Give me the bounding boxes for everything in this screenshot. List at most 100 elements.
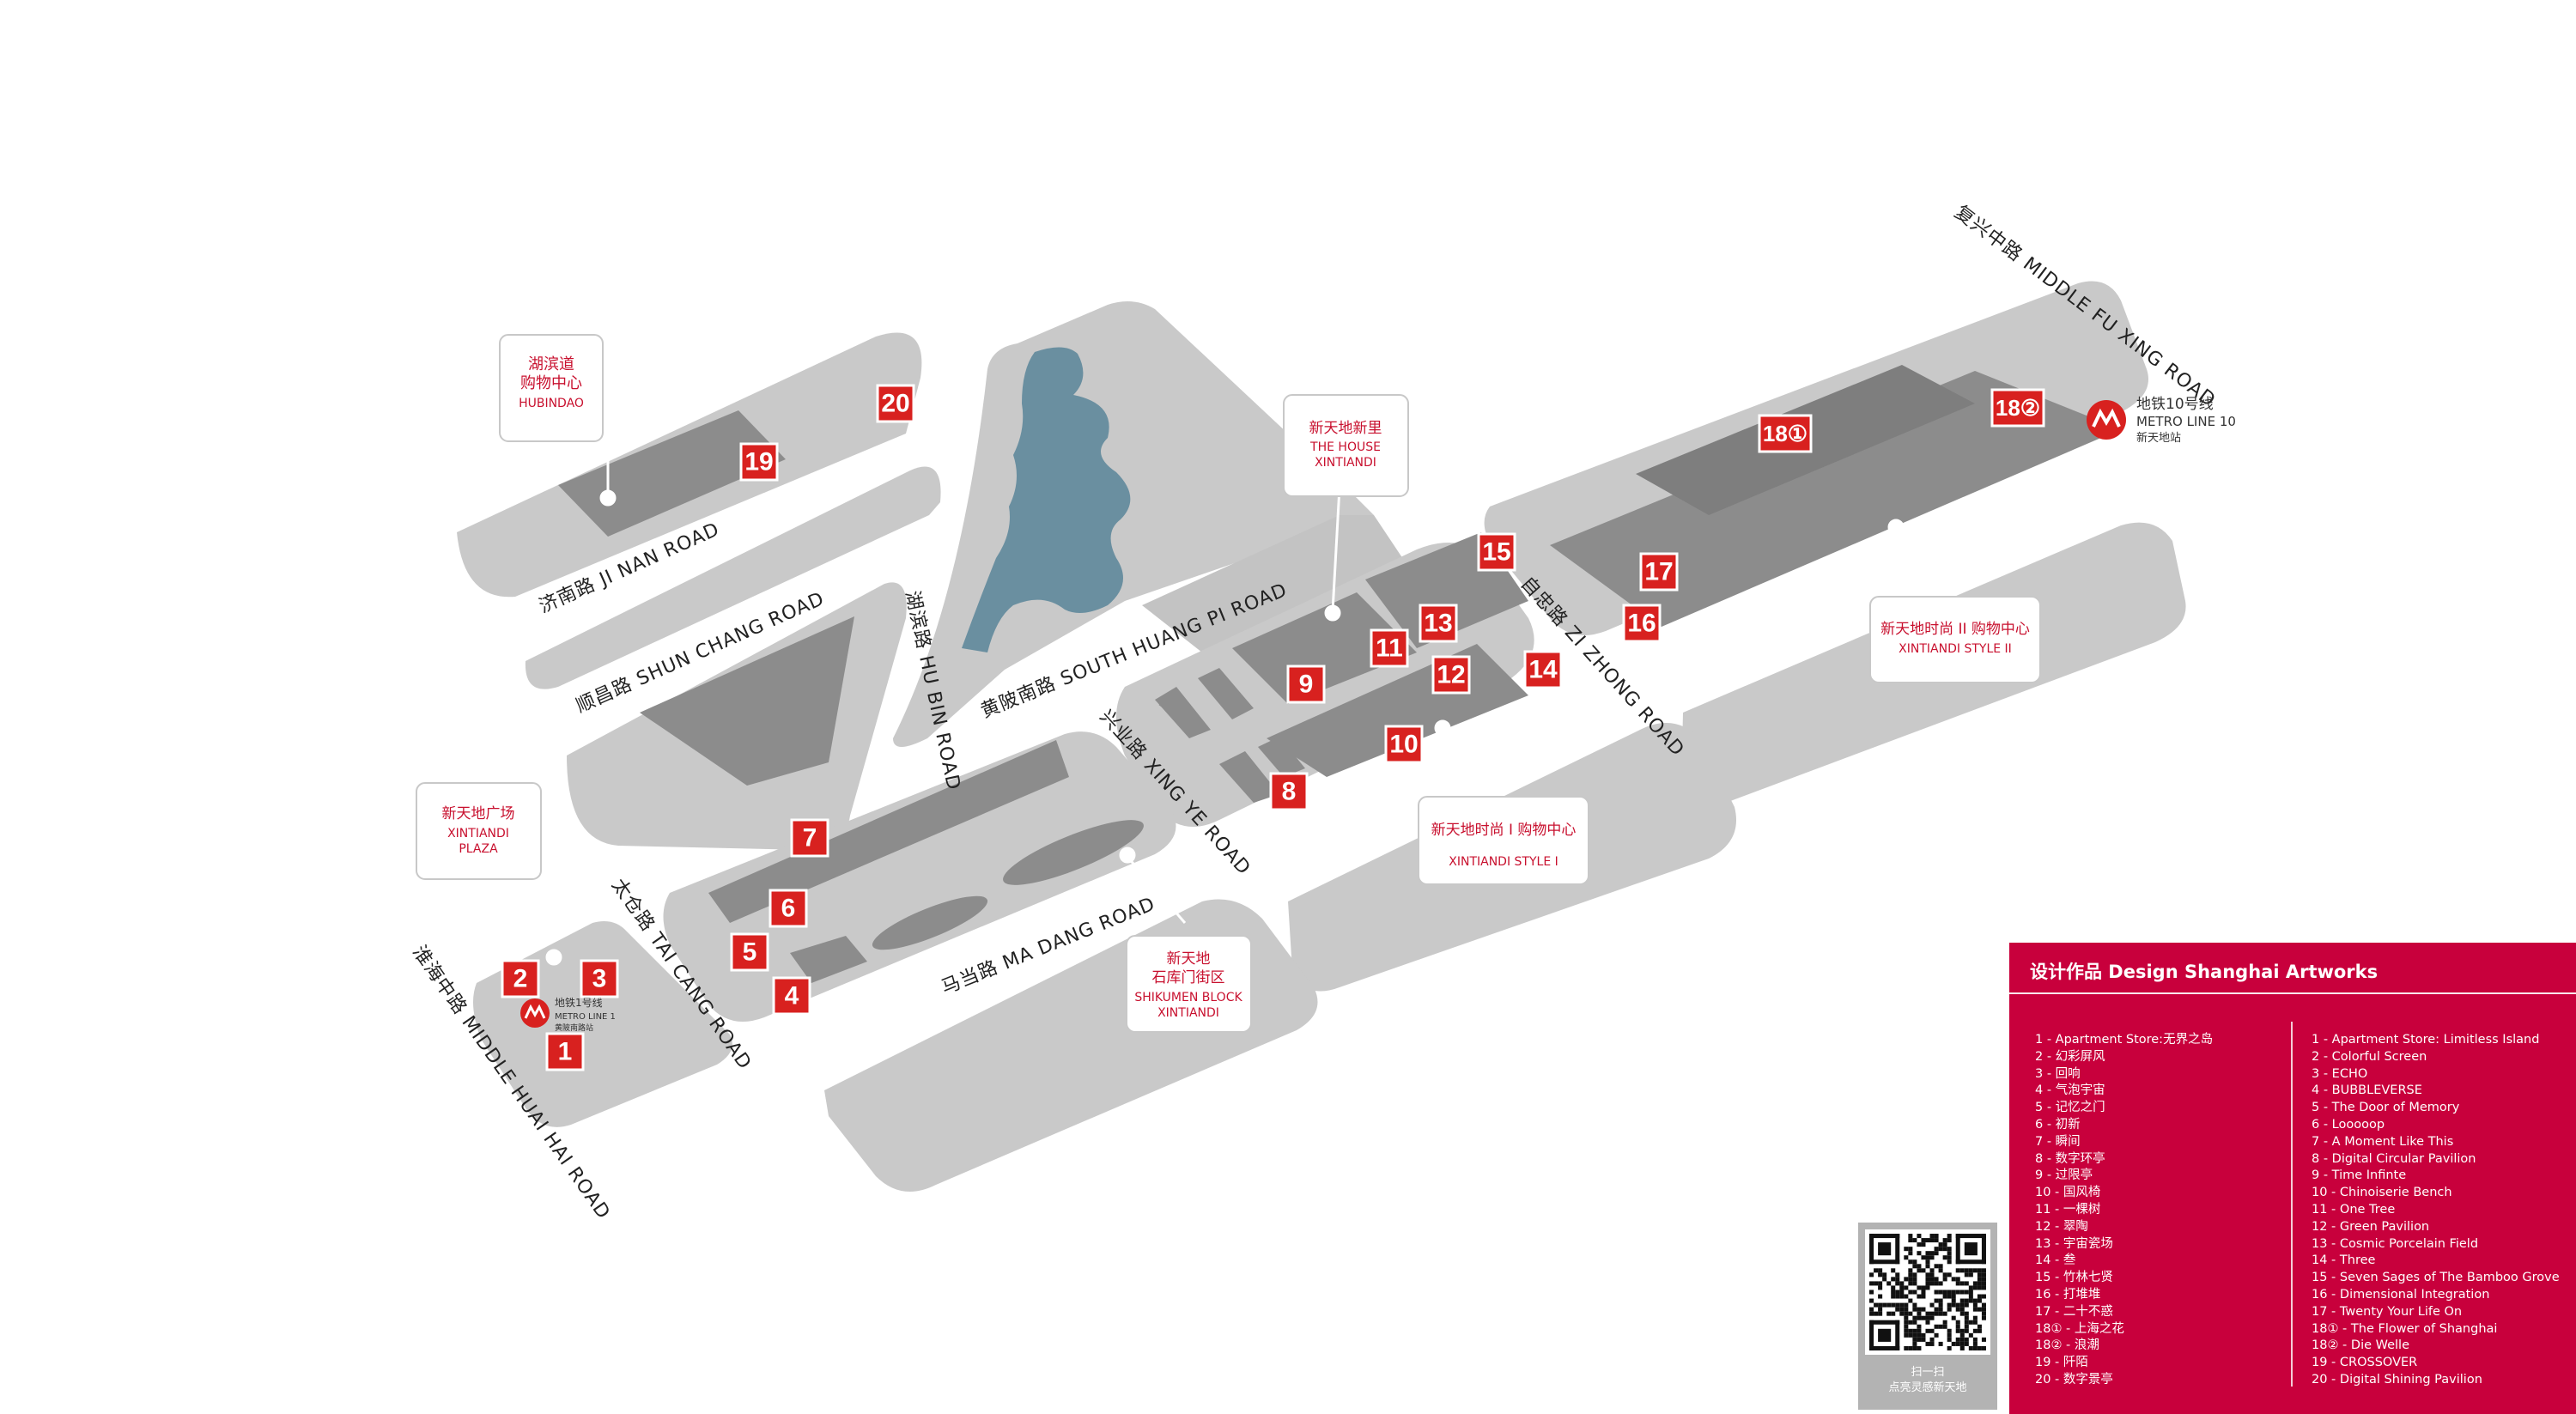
callout-shikumen-en1: SHIKUMEN BLOCK [1134, 991, 1242, 1004]
legend-item: 18② - Die Welle [2312, 1338, 2410, 1353]
legend-item: 1 - Apartment Store:无界之岛 [2035, 1033, 2214, 1047]
callout-style1[interactable]: 新天地时尚 I 购物中心 XINTIANDI STYLE I [1418, 796, 1589, 885]
marker-18-2[interactable]: 18② [1990, 388, 2045, 428]
marker-16[interactable]: 16 [1622, 604, 1662, 643]
legend-item: 5 - The Door of Memory [2312, 1101, 2460, 1115]
legend-list-en: 1 - Apartment Store: Limitless Island 2 -… [2312, 1032, 2569, 1389]
metro-line1-station: 黄陂南路站 [555, 1023, 593, 1033]
legend-item: 12 - Green Pavilion [2312, 1219, 2430, 1234]
legend-item: 6 - 初新 [2035, 1117, 2081, 1132]
legend-item: 19 - CROSSOVER [2312, 1356, 2418, 1370]
legend-item: 4 - 气泡宇宙 [2035, 1083, 2105, 1098]
legend-item: 18① - 上海之花 [2035, 1321, 2124, 1336]
svg-text:17: 17 [1644, 558, 1673, 586]
legend-item: 3 - ECHO [2312, 1066, 2368, 1081]
metro-line1-en: METRO LINE 1 [555, 1012, 616, 1022]
svg-text:16: 16 [1627, 610, 1656, 638]
svg-text:6: 6 [781, 895, 796, 923]
legend-item: 8 - 数字环亭 [2035, 1151, 2105, 1166]
callout-hubindao[interactable]: 湖滨道 购物中心 HUBINDAO [499, 334, 604, 442]
legend-item: 7 - 瞬间 [2035, 1134, 2081, 1149]
lake [962, 347, 1131, 652]
building-shun-chang [640, 616, 854, 786]
legend-item: 9 - Time Infinte [2312, 1168, 2407, 1183]
building-style2 [1550, 371, 2121, 627]
legend-item: 8 - Digital Circular Pavilion [2312, 1151, 2476, 1166]
svg-text:12: 12 [1437, 661, 1465, 689]
legend-item: 19 - 阡陌 [2035, 1356, 2088, 1370]
marker-5[interactable]: 5 [730, 932, 769, 972]
callout-plaza[interactable]: 新天地广场 XINTIANDI PLAZA [416, 782, 542, 880]
svg-text:2: 2 [513, 965, 528, 993]
building-oval-1 [1003, 820, 1144, 885]
svg-text:7: 7 [803, 824, 817, 853]
svg-text:18①: 18① [1763, 421, 1807, 446]
qr-caption-line2: 点亮灵感新天地 [1888, 1381, 1967, 1394]
metro-line10-cn: 地铁10号线 [2136, 396, 2214, 413]
marker-17[interactable]: 17 [1639, 552, 1679, 592]
svg-text:11: 11 [1376, 634, 1403, 663]
artworks-legend: 设计作品 Design Shanghai Artworks 1 - Apartm… [2009, 943, 2576, 1414]
legend-item: 9 - 过限亭 [2035, 1168, 2093, 1183]
marker-3[interactable]: 3 [580, 959, 619, 998]
qr-code[interactable] [1865, 1229, 1990, 1355]
marker-10[interactable]: 10 [1384, 725, 1424, 764]
building-small-1 [1155, 687, 1211, 738]
legend-item: 18① - The Flower of Shanghai [2312, 1321, 2498, 1336]
marker-20[interactable]: 20 [876, 384, 915, 423]
marker-7[interactable]: 7 [790, 818, 829, 858]
marker-9[interactable]: 9 [1286, 665, 1326, 704]
legend-item: 1 - Apartment Store: Limitless Island [2312, 1033, 2540, 1047]
legend-item: 11 - 一棵树 [2035, 1202, 2101, 1217]
marker-14[interactable]: 14 [1523, 650, 1563, 689]
legend-item: 16 - 打堆堆 [2035, 1287, 2101, 1302]
marker-18-1[interactable]: 18① [1758, 414, 1813, 453]
metro-line10[interactable]: 地铁10号线 METRO LINE 10 新天地站 [2087, 396, 2236, 445]
marker-19[interactable]: 19 [739, 442, 779, 482]
legend-item: 17 - Twenty Your Life On [2312, 1304, 2463, 1319]
block-shikumen [663, 731, 1176, 1022]
building-north-a [1232, 592, 1417, 704]
svg-text:9: 9 [1299, 671, 1314, 699]
marker-2[interactable]: 2 [501, 959, 540, 998]
block-the-house [1142, 515, 1408, 652]
callout-plaza-en2: PLAZA [459, 842, 498, 856]
building-shikumen-long [708, 740, 1069, 923]
svg-text:1: 1 [558, 1038, 573, 1066]
marker-1[interactable]: 1 [545, 1032, 585, 1071]
svg-text:18②: 18② [1996, 395, 2040, 421]
callout-shikumen[interactable]: 新天地 石库门街区 SHIKUMEN BLOCK XINTIANDI [1126, 935, 1252, 1033]
qr-caption-line1: 扫一扫 [1911, 1366, 1945, 1379]
metro-line1-cn: 地铁1号线 [555, 997, 603, 1009]
callout-shikumen-en2: XINTIANDI [1157, 1006, 1219, 1020]
legend-item: 11 - One Tree [2312, 1202, 2396, 1217]
callout-style1-cn: 新天地时尚 I 购物中心 [1431, 822, 1577, 839]
building-small-2 [1198, 668, 1254, 719]
block-lake-park [893, 301, 1374, 747]
artwork-markers: 1 2 3 4 5 6 7 8 9 10 11 12 13 14 15 16 1… [501, 384, 2045, 1071]
legend-title: 设计作品 Design Shanghai Artworks [2030, 962, 2379, 982]
legend-item: 14 - 叁 [2035, 1253, 2076, 1268]
building-oval-2 [872, 895, 988, 950]
callout-plaza-cn: 新天地广场 [442, 805, 515, 822]
callout-style2[interactable]: 新天地时尚 II 购物中心 XINTIANDI STYLE II [1869, 596, 2041, 683]
building-small-4 [1258, 737, 1305, 777]
marker-6[interactable]: 6 [769, 889, 808, 928]
marker-8[interactable]: 8 [1269, 772, 1309, 811]
legend-divider [2291, 1022, 2293, 1387]
marker-13[interactable]: 13 [1419, 604, 1458, 643]
svg-text:10: 10 [1389, 731, 1418, 759]
callout-hubindao-en: HUBINDAO [519, 397, 584, 410]
metro-line1[interactable]: 地铁1号线 METRO LINE 1 黄陂南路站 [520, 997, 616, 1033]
marker-4[interactable]: 4 [772, 976, 811, 1016]
qr-caption: 扫一扫 点亮灵感新天地 [1858, 1365, 1997, 1396]
marker-11[interactable]: 11 [1370, 628, 1409, 668]
marker-12[interactable]: 12 [1431, 655, 1471, 695]
callout-plaza-en1: XINTIANDI [447, 827, 509, 841]
callout-style2-en: XINTIANDI STYLE II [1899, 642, 2012, 656]
legend-item: 2 - Colorful Screen [2312, 1049, 2427, 1064]
svg-text:19: 19 [744, 448, 773, 476]
callout-the-house[interactable]: 新天地新里 THE HOUSE XINTIANDI [1283, 394, 1409, 497]
marker-15[interactable]: 15 [1477, 532, 1516, 572]
